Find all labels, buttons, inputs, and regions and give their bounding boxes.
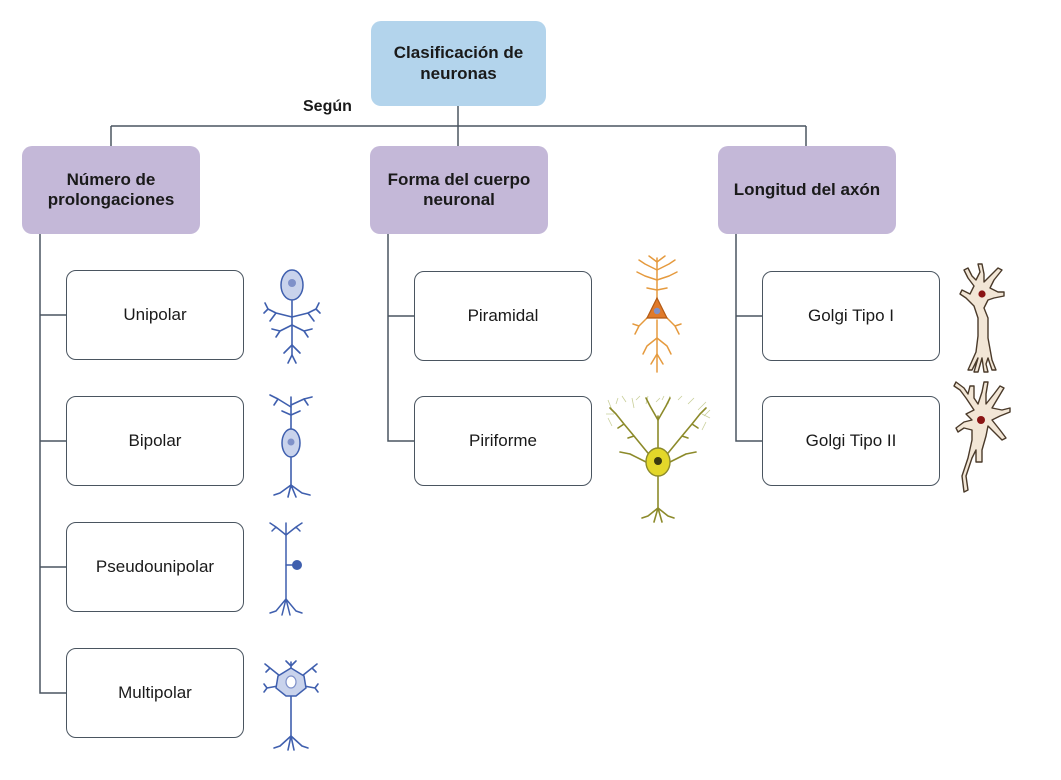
leaf-pseudounipolar: Pseudounipolar <box>66 522 244 612</box>
leaf-piriforme: Piriforme <box>414 396 592 486</box>
bipolar-neuron-icon <box>269 394 313 498</box>
leaf-piramidal: Piramidal <box>414 271 592 361</box>
pyramidal-neuron-icon <box>632 255 682 373</box>
piriform-neuron-icon <box>606 395 711 523</box>
category-cell-body-shape: Forma del cuerpo neuronal <box>370 146 548 234</box>
leaf-golgi-tipo-2: Golgi Tipo II <box>762 396 940 486</box>
root-node: Clasificación de neuronas <box>371 21 546 106</box>
multipolar-neuron-icon <box>263 660 319 751</box>
connector-label: Según <box>303 98 352 115</box>
leaf-golgi-tipo-1: Golgi Tipo I <box>762 271 940 361</box>
leaf-multipolar: Multipolar <box>66 648 244 738</box>
unipolar-neuron-icon <box>263 269 321 364</box>
leaf-unipolar: Unipolar <box>66 270 244 360</box>
pseudounipolar-neuron-icon <box>269 522 303 616</box>
golgi-type-1-neuron-icon <box>959 263 1005 373</box>
leaf-bipolar: Bipolar <box>66 396 244 486</box>
category-number-of-processes: Número de prolongaciones <box>22 146 200 234</box>
category-axon-length: Longitud del axón <box>718 146 896 234</box>
golgi-type-2-neuron-icon <box>953 381 1011 493</box>
